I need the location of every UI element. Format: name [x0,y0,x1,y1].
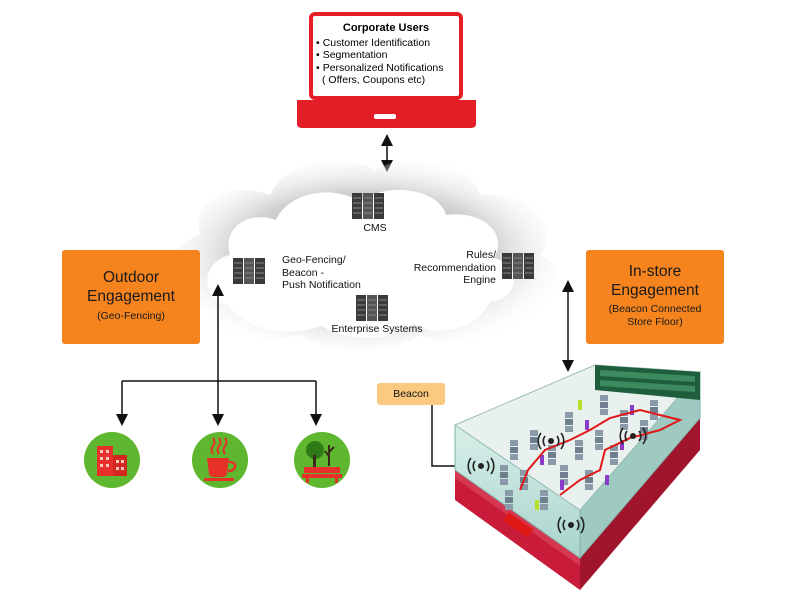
enterprise-server-icon [355,294,389,322]
outdoor-title-line: Outdoor [102,269,159,286]
list-item: ( Offers, Coupons etc) [322,74,426,86]
list-item: Customer Identification [316,37,456,50]
rules-line: Rules/ [466,249,496,261]
list-item: Segmentation [316,49,456,62]
rules-server-icon [501,252,535,280]
rules-line: Engine [463,274,496,286]
corporate-users-panel: Corporate Users Customer Identification … [316,22,456,87]
rules-label: Rules/ Recommendation Engine [392,249,496,287]
geo-fencing-label: Geo-Fencing/ Beacon - Push Notification [282,254,392,292]
enterprise-systems-label: Enterprise Systems [331,323,423,335]
list-item: Personalized Notifications [316,62,456,75]
coffee-cup-icon [192,432,248,488]
geo-fencing-server-icon [232,257,266,285]
corporate-users-title: Corporate Users [342,22,430,34]
beacon-label: Beacon [377,383,445,405]
instore-title-line: In-store [628,263,682,280]
geo-fencing-line: Geo-Fencing/ [282,254,346,266]
cms-label: CMS [363,222,387,234]
corporate-users-list: Customer Identification Segmentation Per… [316,37,456,87]
building-icon [84,432,140,488]
instore-subtitle-line: (Beacon Connected [608,303,702,315]
instore-title-line: Engagement [611,282,699,299]
instore-engagement-box: In-store Engagement (Beacon Connected St… [586,250,724,344]
outdoor-engagement-box: Outdoor Engagement (Geo-Fencing) [62,250,200,344]
instore-subtitle-line: Store Floor) [627,316,683,328]
outdoor-title-line: Engagement [87,288,175,305]
store-floor-icon [453,364,702,590]
beacon-connector [431,405,462,467]
geo-fencing-line: Beacon - [282,266,325,279]
geo-fencing-line: Push Notification [282,279,361,291]
cloud [207,189,514,338]
outdoor-subtitle: (Geo-Fencing) [97,310,165,322]
rules-line: Recommendation [413,261,496,274]
cms-server-icon [351,192,385,220]
outdoor-connectors [116,284,322,426]
park-bench-icon [294,432,350,488]
